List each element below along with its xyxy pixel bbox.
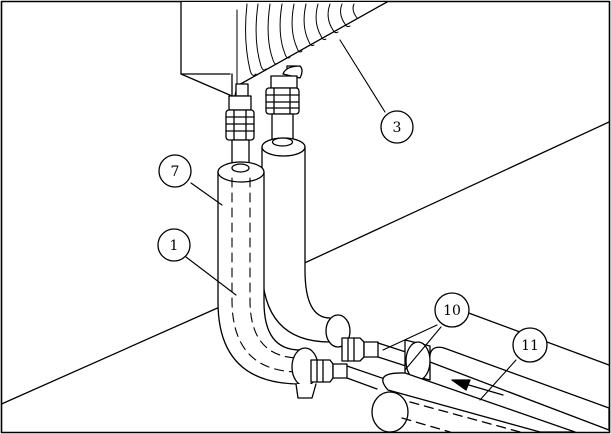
radiator-connection-stubs (235, 65, 303, 97)
callout-3-label: 3 (393, 120, 402, 136)
floor-pipe-front (346, 365, 383, 390)
radiator (180, 1, 388, 97)
press-fitting-front (310, 359, 348, 383)
callout-1-label: 1 (170, 238, 179, 254)
insulation-sleeve-front (371, 372, 576, 433)
callout-11-label: 11 (521, 338, 539, 354)
insulated-pipe-front (217, 161, 311, 385)
inner-pipe-hidden (231, 177, 301, 373)
callout-10-label: 10 (443, 303, 461, 319)
radiator-fins (236, 3, 358, 87)
flow-direction-arrow (451, 379, 504, 396)
callout-3: 3 (380, 110, 414, 144)
callout-7-label: 7 (171, 164, 180, 180)
insulation-sleeve-rear (405, 341, 610, 431)
valve-right (265, 75, 300, 115)
callout-10: 10 (434, 292, 470, 328)
callout-11: 11 (512, 327, 548, 363)
leader-lines (185, 39, 517, 401)
press-fitting-rear (341, 337, 379, 362)
valve-left (225, 95, 255, 141)
insulated-pipe-rear (261, 137, 341, 343)
callout-7: 7 (158, 154, 192, 188)
callout-1: 1 (157, 228, 191, 262)
